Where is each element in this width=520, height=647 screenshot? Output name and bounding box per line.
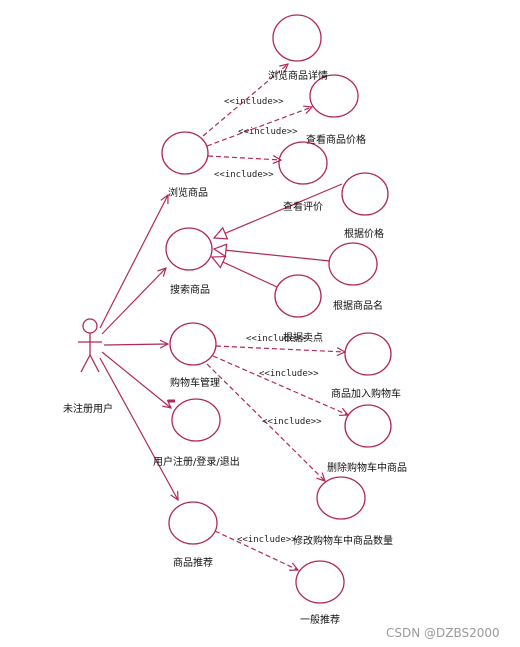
use-case-browse (161, 131, 209, 175)
generalization-by-price (212, 243, 331, 262)
label-recommend: 商品推荐 (173, 556, 213, 569)
label-browse: 浏览商品 (168, 186, 208, 199)
use-case-browse-detail (309, 74, 359, 118)
actor-label: 未注册用户 (63, 402, 113, 415)
use-case-del-cart (344, 404, 392, 448)
assoc-search (101, 268, 166, 335)
include-del-cart (212, 355, 348, 415)
use-case-add-cart (344, 332, 392, 376)
label-by-name: 根据商品名 (333, 299, 383, 312)
use-case-mod-qty (316, 476, 366, 520)
label-view-review: 查看评价 (283, 200, 323, 213)
use-case-by-name (274, 274, 322, 318)
include-view-review (207, 156, 281, 160)
include-label-2: <<include>> (238, 127, 298, 137)
include-label-4: <<include>> (246, 334, 306, 344)
use-case-view-price (278, 141, 328, 185)
use-case-recommend (168, 501, 218, 545)
assoc-browse (99, 195, 168, 329)
include-view-price (206, 107, 312, 147)
use-case-account (171, 398, 221, 442)
include-general-rec (214, 530, 298, 570)
include-mod-qty (206, 363, 325, 481)
label-del-cart: 删除购物车中商品 (327, 461, 407, 474)
include-label-7: <<include>> (237, 535, 297, 545)
generalization-by-name (210, 255, 278, 288)
label-by-feature: 根据卖点 (283, 331, 323, 344)
include-label-5: <<include>> (259, 369, 319, 379)
label-add-cart: 商品加入购物车 (331, 387, 401, 400)
use-case-search (165, 227, 213, 271)
include-label-3: <<include>> (214, 170, 274, 180)
label-by-price: 根据价格 (344, 227, 384, 240)
label-mod-qty: 修改购物车中商品数量 (293, 534, 393, 547)
actor-stick-figure-icon (78, 318, 102, 373)
use-case-view-review (341, 172, 389, 216)
label-general-rec: 一般推荐 (300, 613, 340, 626)
use-case-cart (169, 322, 217, 366)
label-browse-detail: 浏览商品详情 (268, 69, 328, 82)
use-case-empty-top (272, 14, 322, 62)
use-case-general-rec (295, 560, 345, 604)
use-case-by-price (328, 242, 378, 286)
include-label-6: <<include>> (262, 417, 322, 427)
assoc-cart (103, 344, 168, 345)
include-add-cart (215, 345, 345, 352)
watermark: CSDN @DZBS2000 (386, 626, 500, 640)
label-cart: 购物车管理 (170, 376, 220, 389)
include-browse-detail (202, 64, 288, 137)
include-label-1: <<include>> (224, 97, 284, 107)
label-view-price: 查看商品价格 (306, 133, 366, 146)
assoc-account (101, 351, 171, 408)
label-account: 用户注册/登录/退出 (153, 455, 240, 468)
label-search: 搜索商品 (170, 283, 210, 296)
generalization-view-review (212, 183, 343, 240)
assoc-recommend (99, 357, 178, 500)
